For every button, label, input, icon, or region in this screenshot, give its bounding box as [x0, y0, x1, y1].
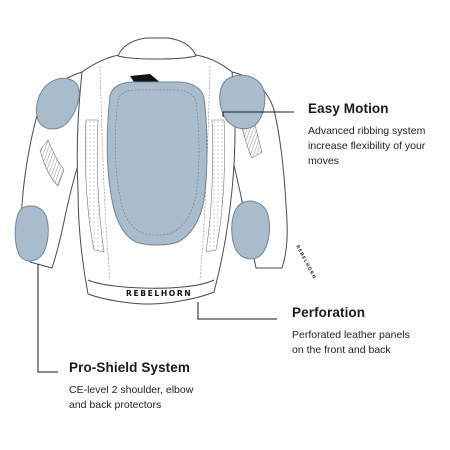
elbow-protector-left [14, 205, 49, 262]
brand-label: REBELHORN [126, 289, 192, 298]
callout-line-easy-motion [222, 111, 294, 117]
perforation-panel-left [84, 119, 105, 253]
shoulder-protector-left [35, 77, 80, 130]
callout-desc-line: CE-level 2 shoulder, elbow [69, 384, 194, 396]
shoulder-protector-right [219, 74, 266, 130]
callout-title-easy-motion: Easy Motion [308, 101, 389, 116]
callout-desc-pro-shield: CE-level 2 shoulder, elbow and back prot… [69, 383, 239, 413]
protectors [14, 74, 270, 262]
callout-easy-motion: Easy Motion Advanced ribbing system incr… [308, 101, 448, 169]
callout-desc-perforation: Perforated leather panels on the front a… [292, 328, 447, 358]
callout-title-perforation: Perforation [292, 305, 366, 320]
perforation-panel-right [205, 119, 226, 253]
callout-title-pro-shield: Pro-Shield System [69, 360, 190, 375]
ribbing-left [39, 139, 65, 187]
callout-desc-line: Perforated leather panels [292, 329, 410, 341]
callout-desc-line: increase flexibility of your [308, 140, 426, 152]
callout-lines [37, 111, 294, 373]
callout-pro-shield: Pro-Shield System CE-level 2 shoulder, e… [69, 360, 239, 413]
callout-line-pro-shield [37, 264, 58, 373]
back-protector-inner [114, 89, 200, 236]
callout-desc-easy-motion: Advanced ribbing system increase flexibi… [308, 124, 448, 169]
callout-desc-line: on the front and back [292, 344, 391, 356]
waist-band [87, 279, 215, 289]
sleeve-brand-label: REBELHORN [294, 244, 317, 280]
elbow-protector-right [231, 200, 270, 260]
collar [117, 37, 197, 60]
callout-desc-line: and back protectors [69, 399, 162, 411]
callout-desc-line: Advanced ribbing system [308, 125, 426, 137]
callout-desc-line: moves [308, 155, 339, 167]
back-protector [106, 81, 208, 246]
callout-line-perforation [197, 302, 277, 320]
callout-perforation: Perforation Perforated leather panels on… [292, 305, 447, 358]
